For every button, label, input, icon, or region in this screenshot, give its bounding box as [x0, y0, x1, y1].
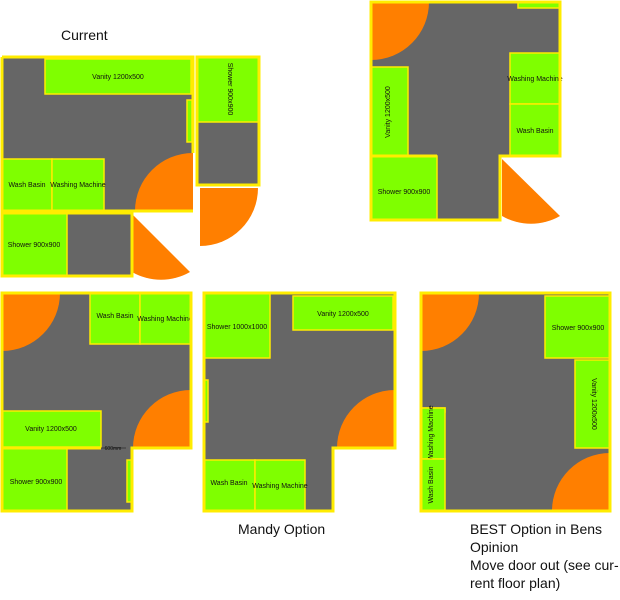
door-swing	[132, 214, 190, 280]
wall	[369, 0, 562, 222]
vanity-label: Vanity 1200x500	[25, 426, 77, 433]
caption-best-line: BEST Option in Bens	[470, 521, 603, 537]
door-swing	[502, 159, 560, 224]
wash-basin-label: Wash Basin	[428, 466, 435, 503]
plan-best: Shower 900x900 Vanity 1200x500 Washing M…	[419, 291, 612, 513]
door-swing	[421, 293, 479, 351]
vanity-label: Vanity 1200x500	[590, 378, 597, 430]
caption-best-line: Move door out (see cur-	[470, 557, 619, 573]
vanity	[292, 295, 394, 331]
wall	[202, 291, 397, 513]
washing-machine	[254, 459, 306, 512]
plan-bottom-left: Wash Basin Washing Machine Vanity 1200x5…	[0, 291, 193, 513]
caption-best-line: rent floor plan)	[470, 575, 561, 591]
shower	[544, 295, 611, 359]
shower	[370, 155, 438, 221]
shower-label: Shower 900x900	[552, 325, 605, 332]
fixture-strip	[186, 99, 193, 143]
door-swing	[200, 188, 258, 246]
shower-label: Shower 900x900	[10, 479, 63, 486]
washing-machine	[509, 52, 561, 105]
wash-basin-label: Wash Basin	[516, 128, 553, 135]
washing-machine	[139, 292, 192, 345]
washing-machine-label: Washing Machine	[428, 405, 435, 460]
shower-label: Shower 900x900	[378, 189, 431, 196]
vanity-label: Vanity 1200x500	[92, 74, 144, 81]
washing-machine-label: Washing Machine	[507, 76, 562, 83]
door-swing	[135, 153, 193, 211]
shower-label: Shower 900x900	[226, 63, 233, 116]
wall	[419, 291, 612, 513]
wall	[0, 291, 193, 513]
caption-best-line: Opinion	[470, 539, 519, 555]
floor	[197, 122, 259, 185]
plan-current: Vanity 1200x500 Wash Basin Washing Machi…	[0, 55, 261, 280]
shower	[1, 447, 68, 512]
washing-machine-label: Washing Machine	[50, 182, 105, 189]
vanity-label: Vanity 1200x500	[385, 86, 392, 138]
shower-label: Shower 1000x1000	[207, 324, 267, 331]
dimension-label: 600mm	[105, 446, 122, 452]
plan-top-right: Vanity 1200x500 Washing Machine Wash Bas…	[369, 0, 563, 224]
shower	[196, 56, 260, 123]
wash-basin	[1, 158, 53, 212]
wash-basin-label: Wash Basin	[210, 480, 247, 487]
wall	[195, 55, 261, 187]
caption-current: Current	[61, 27, 108, 43]
vanity-label: Vanity 1200x500	[317, 311, 369, 318]
door-swing	[552, 453, 610, 511]
wash-basin-label: Wash Basin	[96, 313, 133, 320]
door-swing	[133, 390, 191, 448]
door-swing	[2, 293, 60, 351]
plan-mandy: Shower 1000x1000 Vanity 1200x500 Wash Ba…	[202, 291, 397, 513]
washing-machine-label: Washing Machine	[137, 316, 192, 323]
washing-machine-label: Washing Machine	[252, 483, 307, 490]
door-swing	[337, 390, 395, 448]
wall	[2, 55, 195, 213]
vanity	[44, 58, 192, 95]
caption-mandy: Mandy Option	[238, 521, 326, 537]
caption-best: BEST Option in Bens Opinion Move door ou…	[470, 520, 620, 592]
wall	[0, 57, 134, 278]
vanity	[574, 359, 611, 449]
wash-basin-label: Wash Basin	[8, 182, 45, 189]
door-swing	[371, 2, 429, 60]
shower-label: Shower 900x900	[8, 242, 61, 249]
shower	[203, 292, 271, 359]
vanity	[370, 66, 409, 157]
